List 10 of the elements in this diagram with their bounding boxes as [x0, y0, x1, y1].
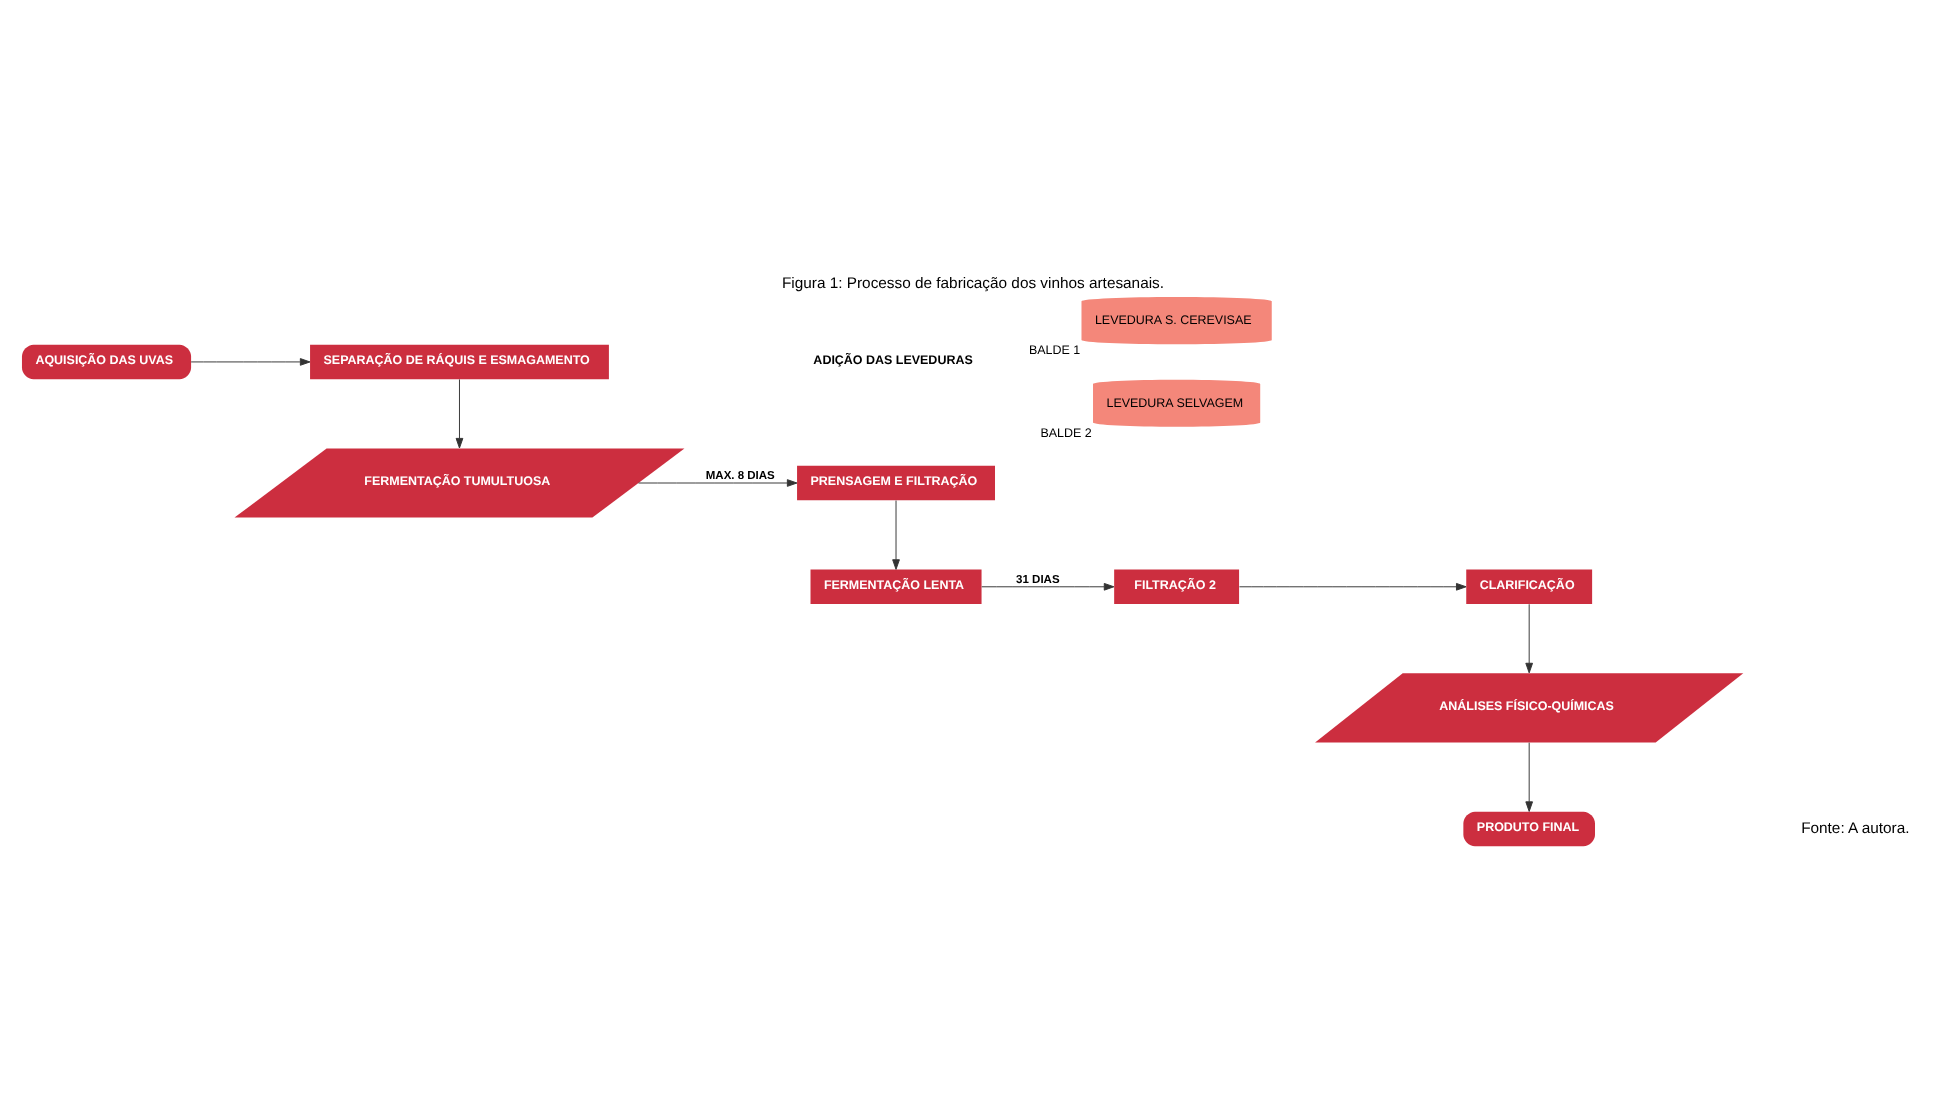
arrow — [1525, 603, 1533, 674]
arrow — [892, 500, 900, 570]
arrow — [638, 479, 798, 487]
arrow — [1525, 742, 1533, 812]
diagram-title: Figura 1: Processo de fabricação dos vinhos artesanais. — [781, 273, 1165, 292]
arrow — [455, 378, 464, 449]
caption: Fonte: A autora. — [1801, 818, 1910, 837]
arrow — [190, 358, 311, 366]
arrow — [981, 582, 1115, 591]
arrow — [1239, 582, 1467, 591]
